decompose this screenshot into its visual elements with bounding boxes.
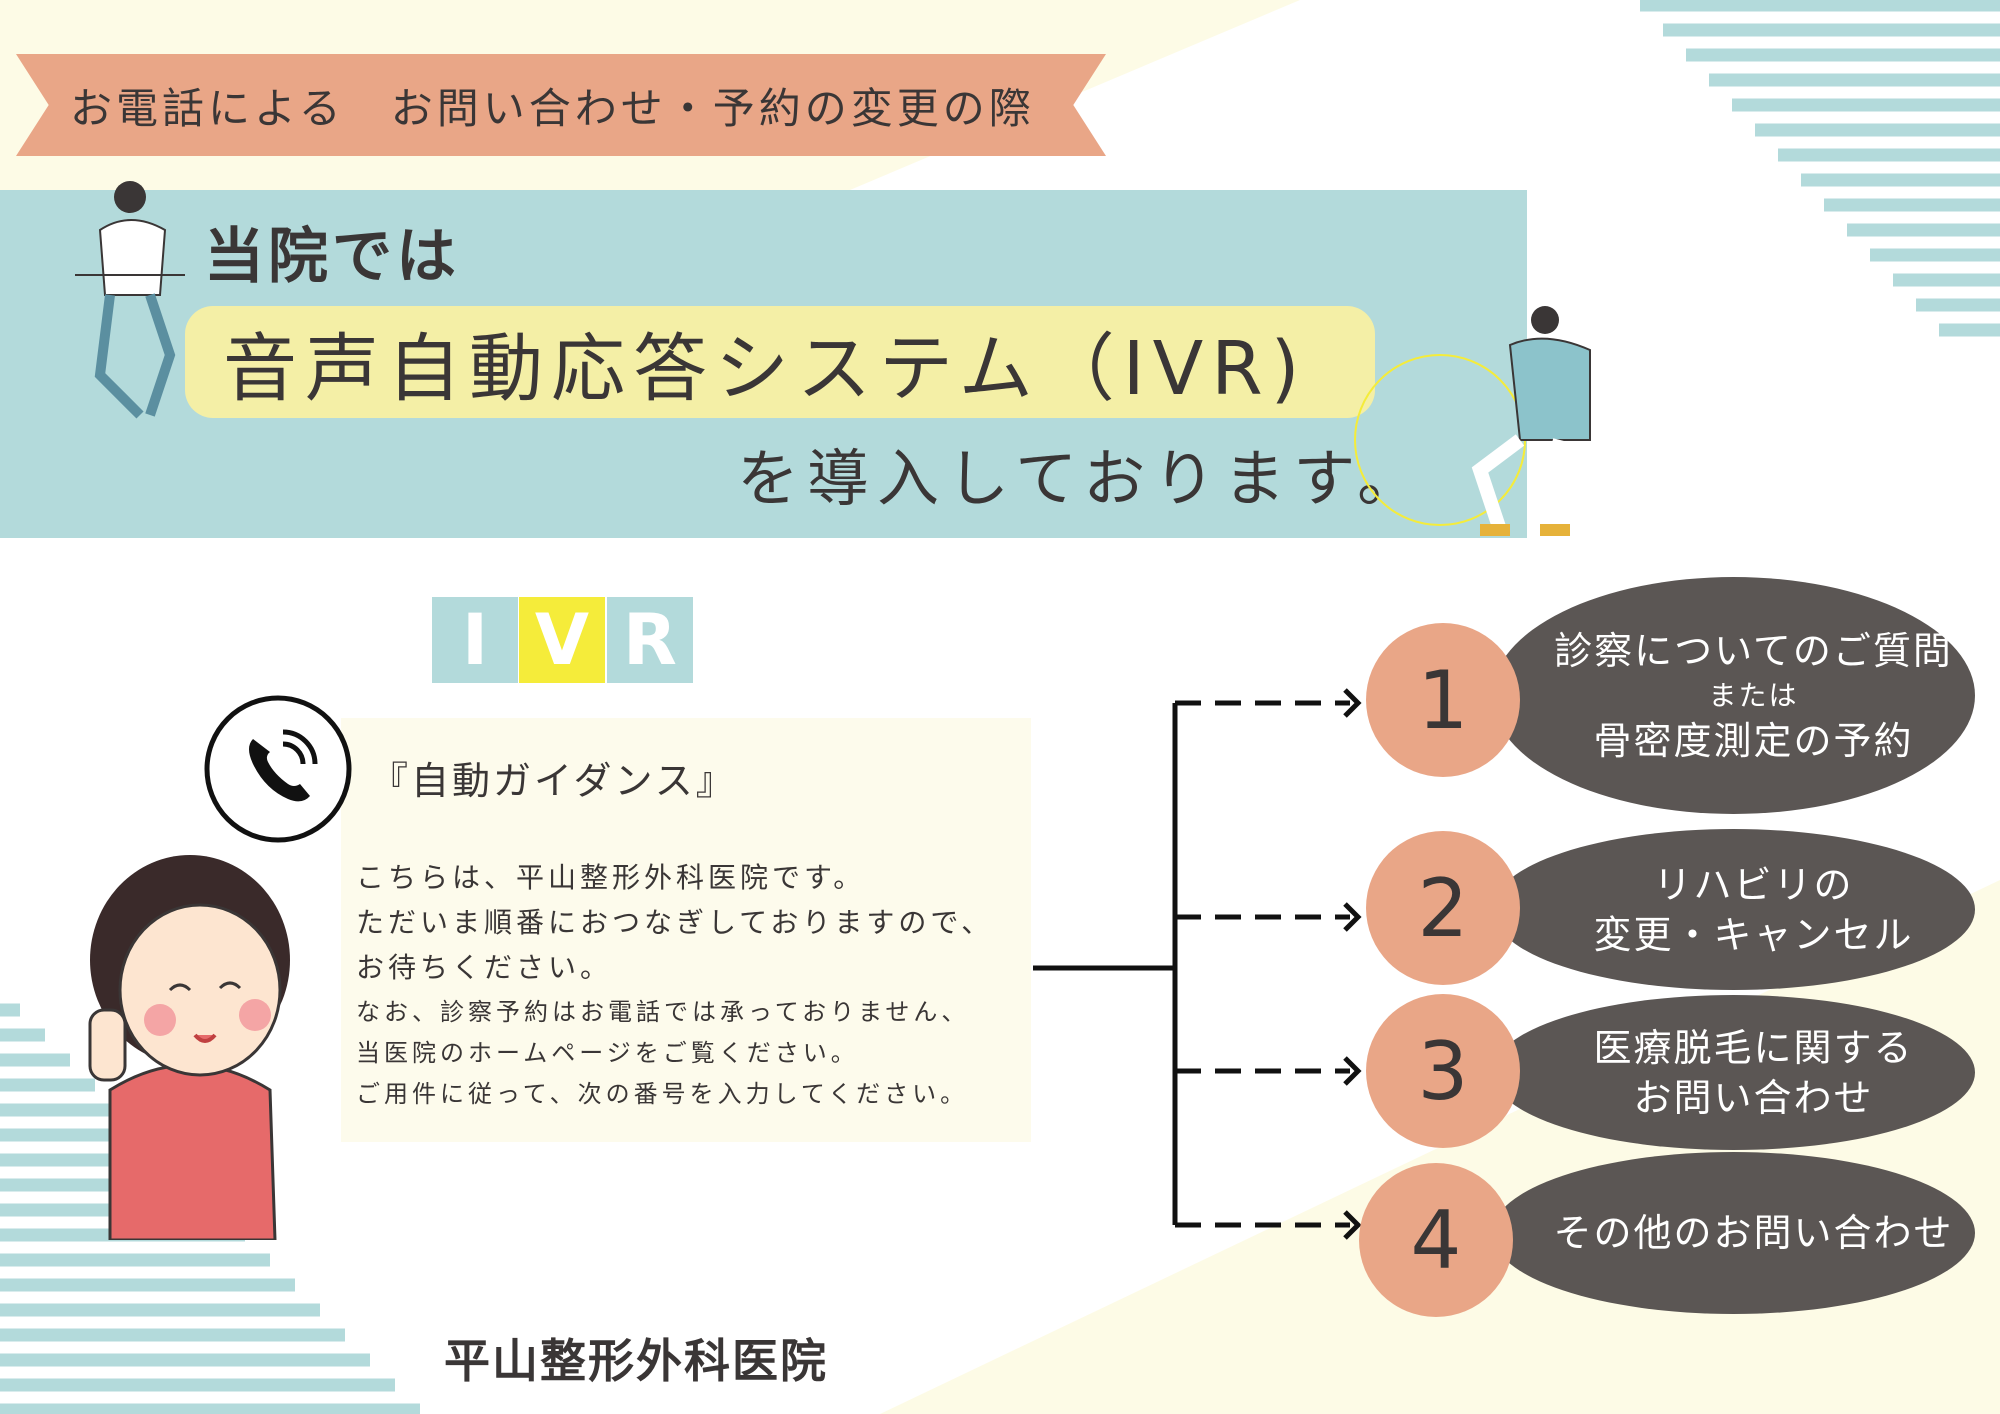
ivr-letter-v: V — [519, 597, 605, 683]
option-4-label: その他のお問い合わせ — [1553, 1211, 1954, 1255]
guidance-line: こちらは、平山整形外科医院です。 — [356, 861, 866, 894]
banner-text: お電話による お問い合わせ・予約の変更の際 — [70, 83, 1035, 133]
ivr-letter-i: I — [432, 597, 518, 683]
guidance-note-line: ご用件に従って、次の番号を入力してください。 — [356, 1080, 969, 1108]
option-3-oval[interactable]: 医療脱毛に関する お問い合わせ — [1492, 995, 1975, 1150]
guidance-note-line: なお、診察予約はお電話では承っておりません、 — [356, 998, 970, 1026]
guidance-line: ただいま順番におつなぎしておりますので、 — [356, 906, 994, 939]
clinic-name: 平山整形外科医院 — [444, 1334, 828, 1388]
option-2-label: 変更・キャンセル — [1593, 912, 1914, 957]
headline-line1: 当院では — [204, 222, 460, 292]
option-1-oval[interactable]: 診察についてのご質問 または 骨密度測定の予約 — [1492, 577, 1975, 814]
top-banner: お電話による お問い合わせ・予約の変更の際 — [16, 54, 1106, 156]
option-4-oval[interactable]: その他のお問い合わせ — [1492, 1152, 1975, 1314]
option-1-label: 診察についてのご質問 — [1554, 628, 1953, 673]
headline-pill: 音声自動応答システム（IVR) — [185, 306, 1375, 418]
option-1-label: または — [1708, 678, 1799, 712]
guidance-box — [341, 718, 1031, 1142]
option-2-number[interactable]: 2 — [1366, 831, 1520, 985]
phone-icon — [204, 695, 352, 843]
man-sitting-illustration — [1354, 306, 1591, 536]
woman-on-phone-illustration — [88, 855, 290, 1240]
guidance-lines: こちらは、平山整形外科医院です。 ただいま順番におつなぎしておりますので、 お待… — [356, 855, 993, 990]
headline-line3: を導入しております。 — [737, 442, 1428, 515]
option-3-label: お問い合わせ — [1633, 1075, 1874, 1120]
woman-writing-illustration — [75, 181, 185, 419]
option-2-oval[interactable]: リハビリの 変更・キャンセル — [1492, 829, 1975, 990]
option-1-label: 骨密度測定の予約 — [1593, 718, 1914, 763]
option-3-label: 医療脱毛に関する — [1593, 1025, 1914, 1070]
stripes-top-right — [1640, 0, 2000, 337]
guidance-line: お待ちください。 — [356, 951, 613, 984]
option-2-label: リハビリの — [1653, 862, 1854, 907]
headline-line2: 音声自動応答システム（IVR) — [223, 325, 1308, 412]
option-3-number[interactable]: 3 — [1366, 994, 1520, 1148]
guidance-note-line: 当医院のホームページをご覧ください。 — [356, 1039, 859, 1067]
guidance-title: 『自動ガイダンス』 — [370, 759, 737, 803]
ivr-letter-r: R — [607, 597, 693, 683]
option-4-number[interactable]: 4 — [1359, 1163, 1513, 1317]
option-1-number[interactable]: 1 — [1366, 623, 1520, 777]
guidance-note: なお、診察予約はお電話では承っておりません、 当医院のホームページをご覧ください… — [356, 992, 969, 1115]
